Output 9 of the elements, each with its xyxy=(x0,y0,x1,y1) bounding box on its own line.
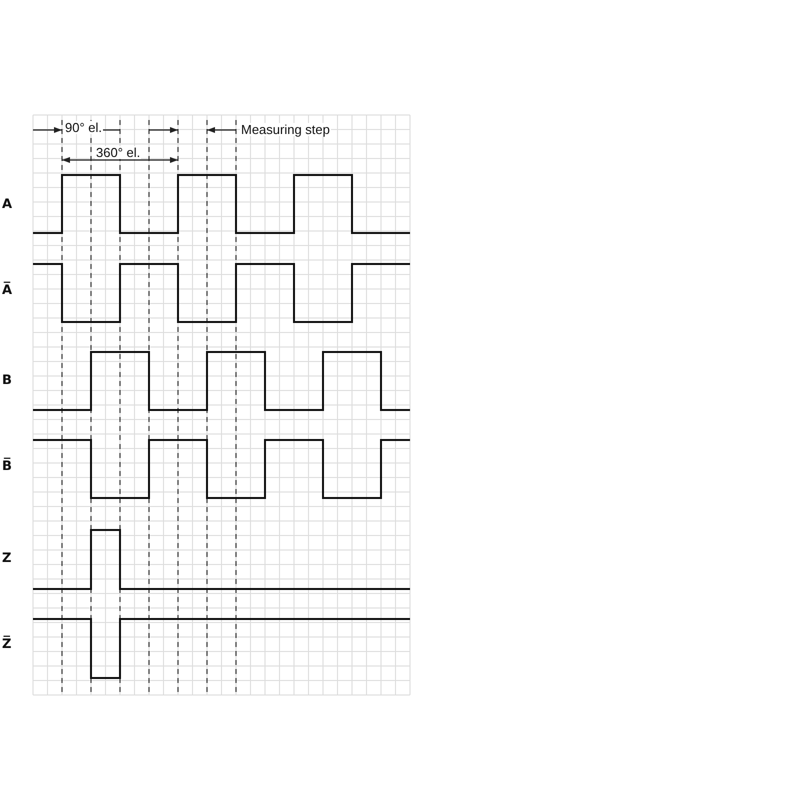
signal-name: B̅ xyxy=(2,460,12,473)
dimension-label: 90° el. xyxy=(64,121,104,134)
signal-name: Z̅ xyxy=(2,638,12,651)
signal-name: B xyxy=(2,374,12,387)
signal-name: A̅ xyxy=(2,284,12,297)
dimension-label: 360° el. xyxy=(95,146,142,159)
dimension-label: Measuring step xyxy=(240,123,331,136)
signal-name: Z xyxy=(2,552,12,565)
signal-name: A xyxy=(2,198,12,211)
